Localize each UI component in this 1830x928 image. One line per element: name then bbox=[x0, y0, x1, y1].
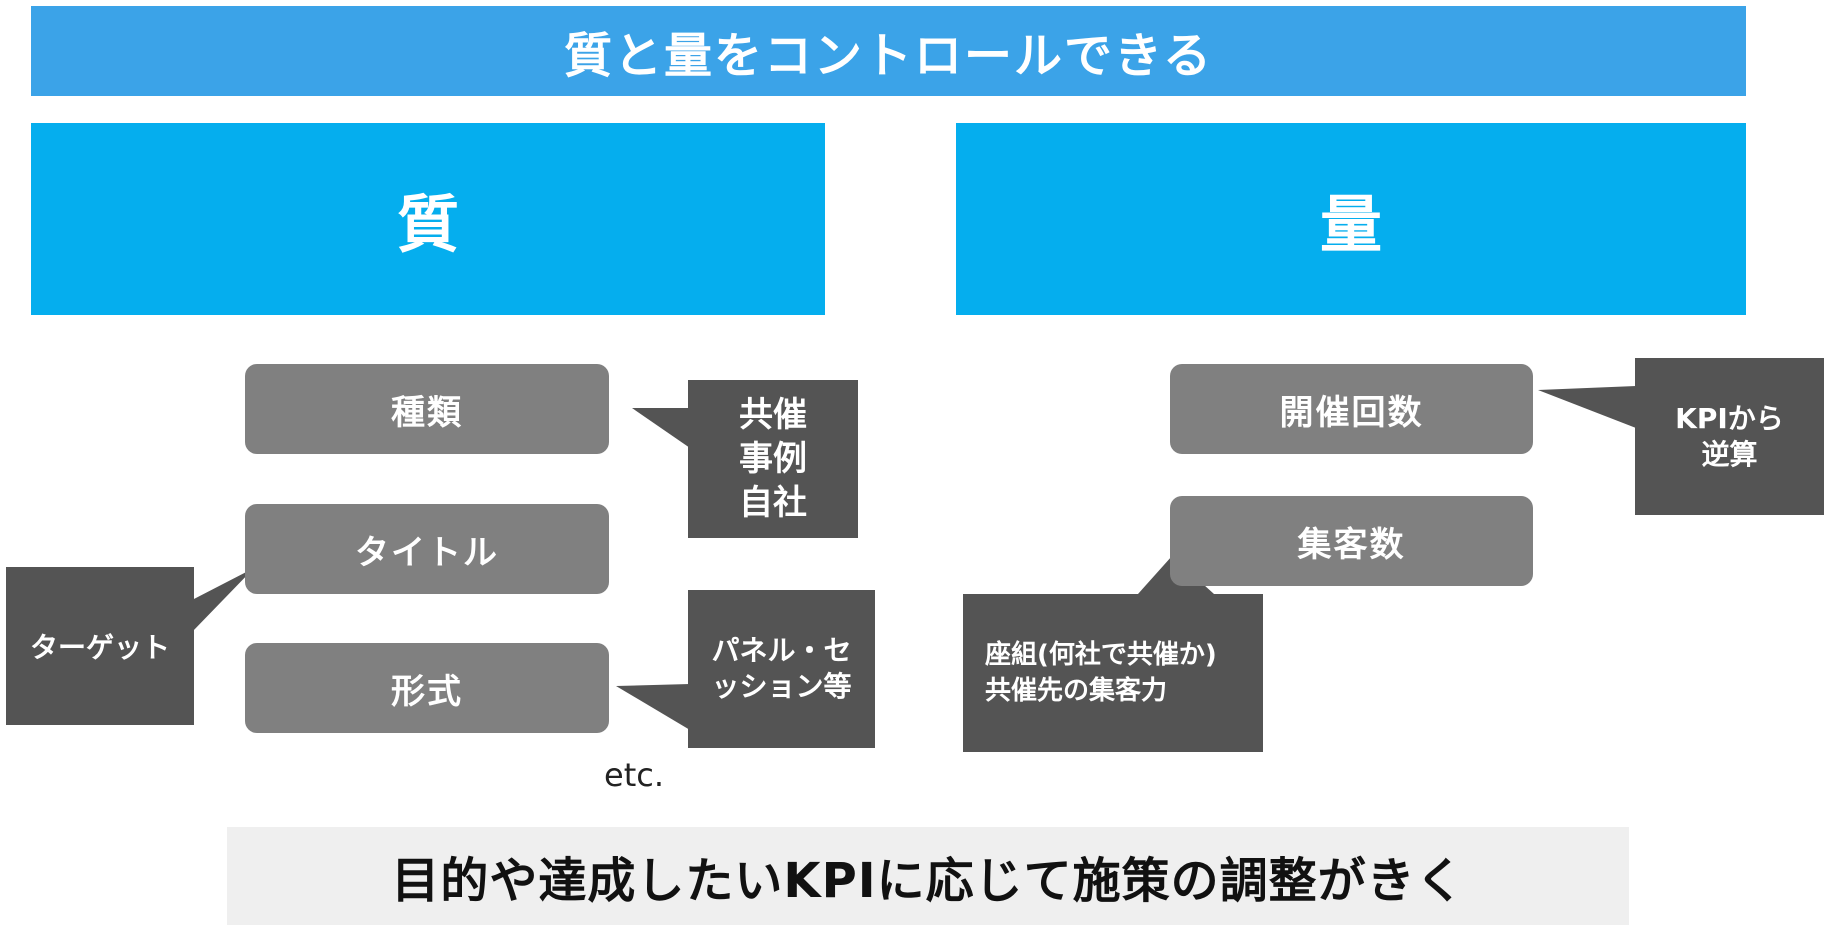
callout-line: 逆算 bbox=[1701, 437, 1758, 471]
page-title: 質と量をコントロールできる bbox=[31, 6, 1746, 96]
callout-kpi-note: KPIから 逆算 bbox=[1635, 358, 1824, 515]
callout-line: ッション等 bbox=[711, 670, 852, 703]
item-format: 形式 bbox=[245, 643, 609, 733]
tail-type-callout bbox=[632, 408, 690, 448]
callout-line: KPIから bbox=[1675, 401, 1784, 435]
item-title: タイトル bbox=[245, 504, 609, 594]
callout-line: パネル・セ bbox=[711, 634, 852, 667]
callout-line: 共催 bbox=[739, 395, 807, 435]
callout-line: 座組(何社で共催か) bbox=[985, 640, 1217, 670]
tail-format-callout bbox=[616, 684, 690, 730]
quality-header: 質 bbox=[31, 123, 825, 315]
callout-audience-note: 座組(何社で共催か) 共催先の集客力 bbox=[963, 594, 1263, 752]
callout-type-examples: 共催 事例 自社 bbox=[688, 380, 858, 538]
callout-line: 自社 bbox=[739, 483, 807, 523]
item-type: 種類 bbox=[245, 364, 609, 454]
callout-format-note: パネル・セ ッション等 bbox=[688, 590, 875, 748]
item-event-count: 開催回数 bbox=[1170, 364, 1533, 454]
etc-label: etc. bbox=[604, 756, 664, 794]
tail-count-callout bbox=[1538, 386, 1636, 428]
item-audience-count: 集客数 bbox=[1170, 496, 1533, 586]
summary-banner: 目的や達成したいKPIに応じて施策の調整がきく bbox=[227, 827, 1629, 925]
quantity-header: 量 bbox=[956, 123, 1746, 315]
callout-target: ターゲット bbox=[6, 567, 194, 725]
callout-line: 事例 bbox=[739, 439, 807, 479]
callout-line: 共催先の集客力 bbox=[985, 676, 1168, 706]
tail-title-callout bbox=[192, 568, 254, 632]
